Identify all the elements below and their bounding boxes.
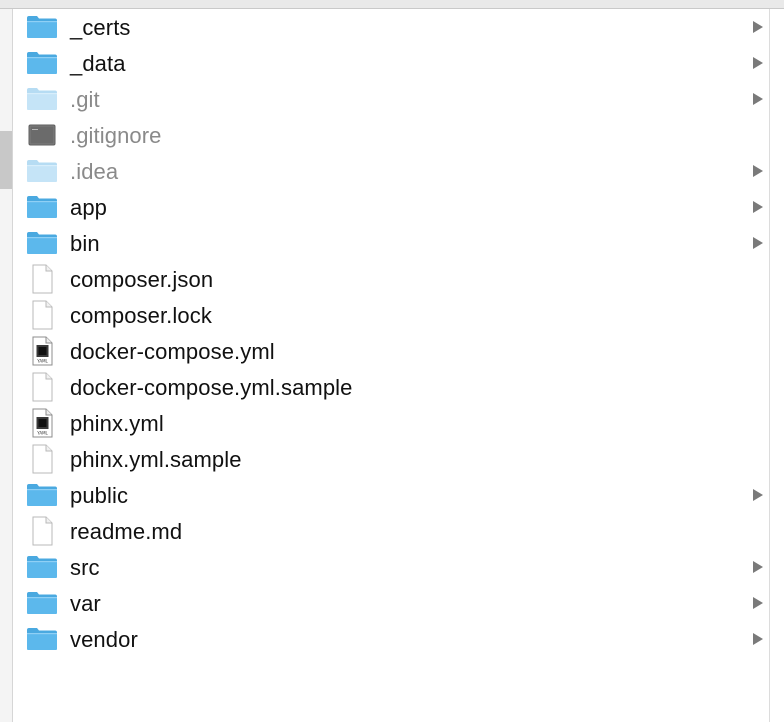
file-row[interactable]: vendor: [13, 621, 769, 657]
column-resize-edge[interactable]: [769, 9, 784, 722]
svg-text:YAML: YAML: [36, 431, 48, 436]
document-icon: [26, 372, 58, 402]
file-row[interactable]: src: [13, 549, 769, 585]
top-border: [0, 0, 784, 9]
folder-icon: [26, 86, 58, 112]
file-row[interactable]: .idea: [13, 153, 769, 189]
file-name: var: [70, 591, 101, 616]
file-name: public: [70, 483, 129, 508]
file-name: vendor: [70, 627, 138, 652]
svg-text:YAML: YAML: [36, 359, 48, 364]
file-row[interactable]: readme.md: [13, 513, 769, 549]
document-icon: [26, 264, 58, 294]
file-name: _data: [70, 51, 126, 76]
folder-icon: [26, 482, 58, 508]
chevron-right-icon[interactable]: [753, 237, 763, 249]
file-row[interactable]: _certs: [13, 9, 769, 45]
file-row[interactable]: phinx.yml.sample: [13, 441, 769, 477]
file-row[interactable]: YAML phinx.yml: [13, 405, 769, 441]
document-icon: [26, 444, 58, 474]
file-name: .idea: [70, 159, 119, 184]
folder-icon: [26, 590, 58, 616]
file-row[interactable]: composer.json: [13, 261, 769, 297]
file-name: readme.md: [70, 519, 183, 544]
file-name: docker-compose.yml: [70, 339, 275, 364]
folder-icon: [26, 626, 58, 652]
file-name: phinx.yml: [70, 411, 164, 436]
file-name: .git: [70, 87, 100, 112]
file-row[interactable]: .gitignore: [13, 117, 769, 153]
previous-column-strip: [0, 9, 13, 722]
file-row[interactable]: _data: [13, 45, 769, 81]
chevron-right-icon[interactable]: [753, 165, 763, 177]
file-name: composer.lock: [70, 303, 212, 328]
folder-icon: [26, 50, 58, 76]
file-row[interactable]: var: [13, 585, 769, 621]
chevron-right-icon[interactable]: [753, 21, 763, 33]
chevron-right-icon[interactable]: [753, 633, 763, 645]
yaml-file-icon: YAML: [26, 408, 58, 438]
file-name: bin: [70, 231, 100, 256]
chevron-right-icon[interactable]: [753, 57, 763, 69]
selection-indicator[interactable]: [0, 131, 12, 189]
file-list: _certs _data .git .gitignore .idea app b…: [13, 9, 769, 657]
folder-icon: [26, 194, 58, 220]
file-row[interactable]: composer.lock: [13, 297, 769, 333]
folder-icon: [26, 554, 58, 580]
document-icon: [26, 516, 58, 546]
folder-icon: [26, 230, 58, 256]
file-name: _certs: [70, 15, 131, 40]
yaml-file-icon: YAML: [26, 336, 58, 366]
chevron-right-icon[interactable]: [753, 93, 763, 105]
file-row[interactable]: docker-compose.yml.sample: [13, 369, 769, 405]
folder-icon: [26, 14, 58, 40]
folder-icon: [26, 158, 58, 184]
chevron-right-icon[interactable]: [753, 201, 763, 213]
document-icon: [26, 300, 58, 330]
file-name: composer.json: [70, 267, 214, 292]
file-row[interactable]: YAML docker-compose.yml: [13, 333, 769, 369]
file-row[interactable]: app: [13, 189, 769, 225]
chevron-right-icon[interactable]: [753, 561, 763, 573]
file-name: phinx.yml.sample: [70, 447, 242, 472]
file-row[interactable]: bin: [13, 225, 769, 261]
file-name: src: [70, 555, 100, 580]
file-row[interactable]: public: [13, 477, 769, 513]
file-row[interactable]: .git: [13, 81, 769, 117]
chevron-right-icon[interactable]: [753, 489, 763, 501]
file-name: app: [70, 195, 108, 220]
file-name: docker-compose.yml.sample: [70, 375, 353, 400]
terminal-file-icon: [26, 122, 58, 148]
file-name: .gitignore: [70, 123, 162, 148]
chevron-right-icon[interactable]: [753, 597, 763, 609]
